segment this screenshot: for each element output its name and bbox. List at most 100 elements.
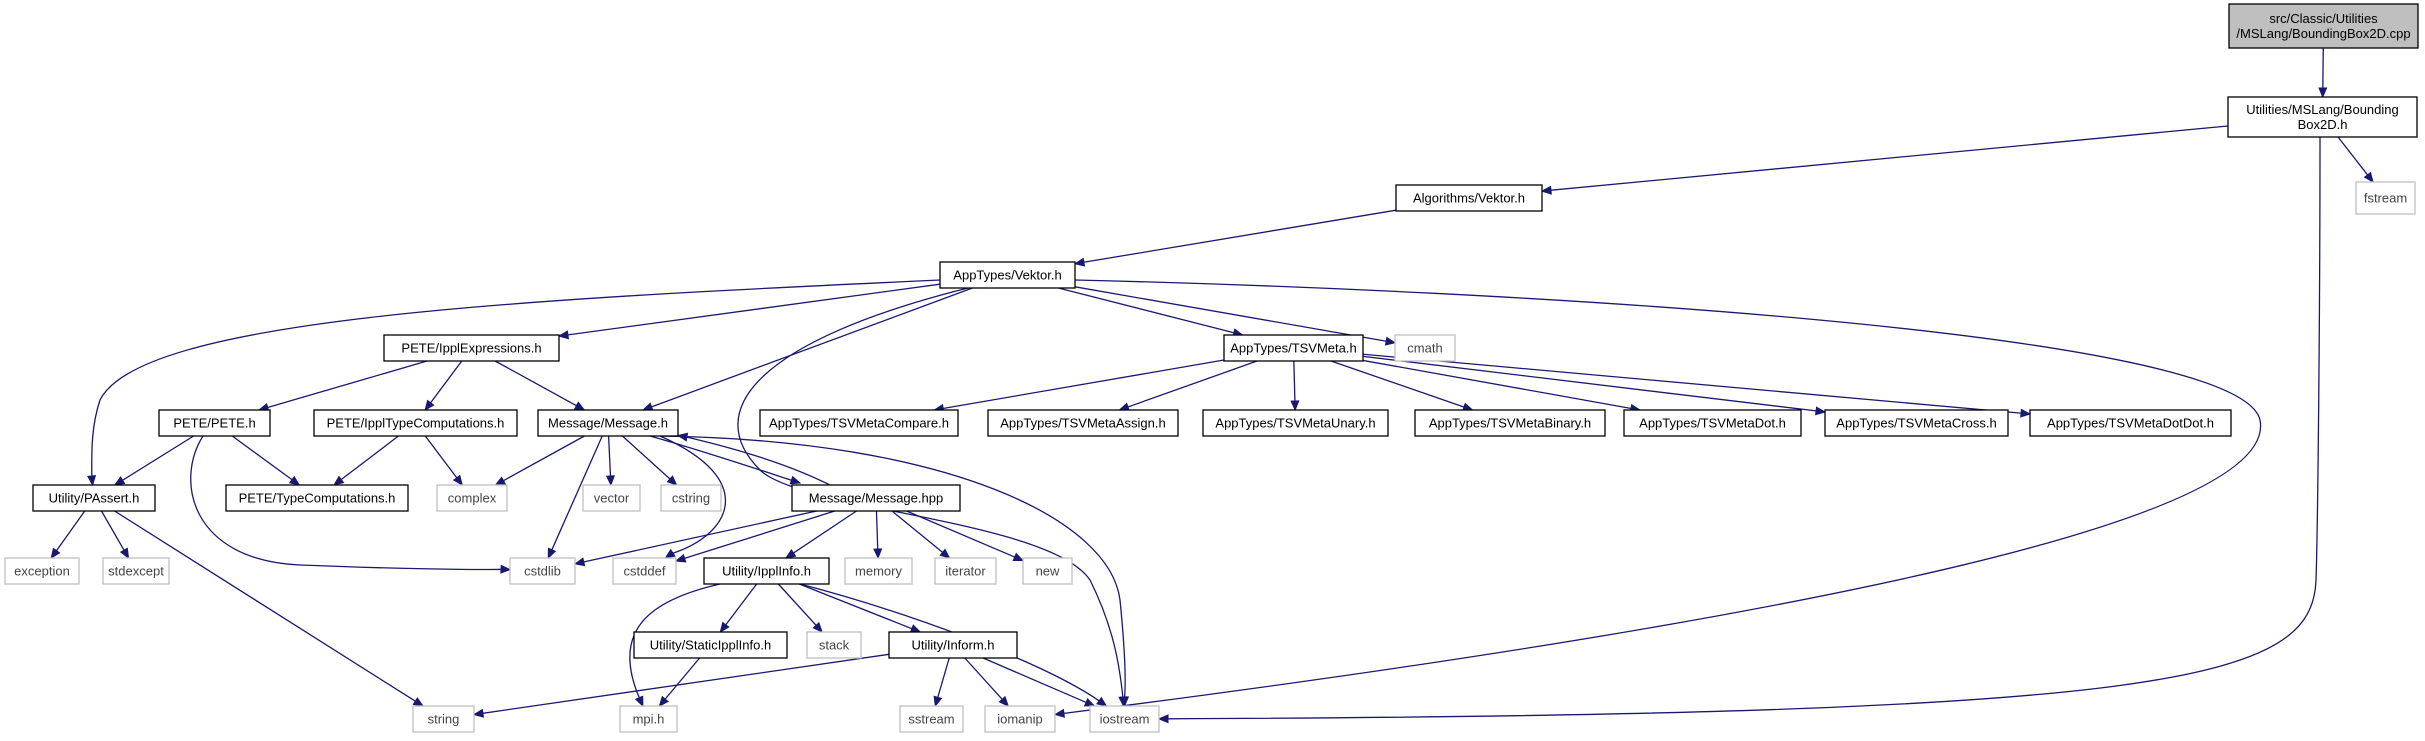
node-label: iomanip (997, 712, 1043, 727)
node-message_h[interactable]: Message/Message.h (537, 409, 679, 437)
edges-layer (50, 47, 2374, 724)
node-box (1089, 705, 1160, 733)
edge-arrowhead (573, 557, 586, 567)
edge-tsvmeta-to-tsv_binary (1330, 360, 1474, 412)
edge-line (659, 435, 726, 555)
edge-line (683, 510, 835, 560)
node-box (660, 484, 722, 512)
edge-line (1362, 353, 2023, 414)
node-box (537, 409, 679, 437)
edge-message_hpp-to-iterator (891, 510, 951, 559)
node-mpi: mpi.h (619, 705, 678, 733)
node-box (1623, 409, 1802, 437)
node-typecomp[interactable]: PETE/TypeComputations.h (225, 484, 409, 512)
edge-arrowhead (784, 548, 797, 559)
node-label: iterator (945, 564, 986, 579)
edge-pete_h-to-typecomp (231, 435, 301, 486)
edge-arrowhead (789, 475, 802, 485)
node-complex: complex (436, 484, 508, 512)
node-memory: memory (844, 557, 913, 585)
node-box (844, 557, 913, 585)
node-tsvmeta[interactable]: AppTypes/TSVMeta.h (1223, 334, 1364, 362)
node-inform[interactable]: Utility/Inform.h (888, 631, 1018, 659)
node-exception: exception (4, 557, 80, 585)
node-box (633, 631, 788, 659)
node-tsv_unary[interactable]: AppTypes/TSVMetaUnary.h (1202, 409, 1389, 437)
edge-line (100, 510, 126, 552)
edge-ippl_expr-to-ippl_typecomp (424, 360, 463, 412)
edge-line (982, 657, 1088, 704)
node-ippl_expr[interactable]: PETE/IpplExpressions.h (383, 334, 560, 362)
node-label: Utility/IpplInfo.h (722, 564, 811, 579)
edge-arrowhead (812, 621, 824, 633)
node-label: Utility/Inform.h (911, 638, 994, 653)
node-pete_h[interactable]: PETE/PETE.h (158, 409, 271, 437)
node-label: Message/Message.hpp (809, 491, 943, 506)
edge-ipplinfo-to-static_ippl (719, 583, 758, 634)
edge-line (799, 583, 914, 630)
node-message_hpp[interactable]: Message/Message.hpp (791, 484, 961, 512)
edge-arrowhead (719, 621, 730, 634)
node-tsv_dot[interactable]: AppTypes/TSVMetaDot.h (1623, 409, 1802, 437)
edge-passert-to-stdexcept (100, 510, 130, 560)
node-root[interactable]: src/Classic/Utilities/MSLang/BoundingBox… (2228, 3, 2419, 49)
node-label: PETE/PETE.h (173, 416, 255, 431)
node-static_ippl[interactable]: Utility/StaticIpplInfo.h (633, 631, 788, 659)
node-tsv_cross[interactable]: AppTypes/TSVMetaCross.h (1824, 409, 2009, 437)
edge-arrowhead (472, 708, 485, 718)
node-alg_vektor[interactable]: Algorithms/Vektor.h (1395, 184, 1543, 212)
node-label: AppTypes/TSVMetaUnary.h (1215, 416, 1375, 431)
node-tsv_compare[interactable]: AppTypes/TSVMetaCompare.h (759, 409, 959, 437)
edge-arrowhead (333, 475, 345, 486)
node-box (984, 705, 1056, 733)
node-ippl_typecomp[interactable]: PETE/IpplTypeComputations.h (313, 409, 518, 437)
node-label: AppTypes/TSVMeta.h (1230, 341, 1356, 356)
node-label: string (428, 712, 460, 727)
edge-line (340, 435, 399, 481)
edge-line (429, 360, 463, 404)
node-label: /MSLang/BoundingBox2D.cpp (2236, 26, 2410, 41)
node-box (582, 484, 641, 512)
edge-message_h-to-complex (494, 435, 585, 486)
edge-line (1330, 360, 1466, 408)
node-label: src/Classic/Utilities (2269, 11, 2378, 26)
edge-message_hpp-to-cstddef (674, 510, 835, 563)
edge-arrowhead (1053, 708, 1065, 718)
edge-line (494, 360, 578, 407)
edge-line (1293, 360, 1296, 403)
edge-arrowhead (87, 475, 97, 487)
node-tsv_binary[interactable]: AppTypes/TSVMetaBinary.h (1414, 409, 1606, 437)
edge-arrowhead (494, 476, 507, 486)
node-label: fstream (2364, 191, 2407, 206)
edge-ippl_typecomp-to-typecomp (333, 435, 399, 486)
edge-line (1074, 286, 1388, 343)
edge-ippl_expr-to-message_h (494, 360, 586, 411)
node-box (703, 557, 830, 585)
edge-arrowhead (1815, 406, 1827, 416)
edge-arrowhead (452, 474, 463, 487)
node-box (383, 334, 560, 362)
node-box (806, 631, 862, 659)
node-vector: vector (582, 484, 641, 512)
edge-arrowhead (119, 547, 130, 560)
node-tsv_dotdot[interactable]: AppTypes/TSVMetaDotDot.h (2029, 409, 2232, 437)
edge-arrowhead (412, 697, 425, 707)
edge-bbox_h-to-alg_vektor (1540, 125, 2229, 195)
node-passert[interactable]: Utility/PAssert.h (32, 484, 156, 512)
node-box (2029, 409, 2232, 437)
edge-line (582, 510, 817, 563)
edge-app_vektor-to-cmath (1074, 286, 1397, 346)
node-app_vektor[interactable]: AppTypes/Vektor.h (939, 261, 1076, 289)
node-box (612, 557, 677, 585)
edge-bbox_h-to-iostream (1157, 136, 2321, 724)
node-ipplinfo[interactable]: Utility/IpplInfo.h (703, 557, 830, 585)
edge-message_hpp-to-new (906, 510, 1025, 562)
edge-app_vektor-to-tsvmeta (1058, 287, 1244, 338)
node-cstring: cstring (660, 484, 722, 512)
edge-ipplinfo-to-mpi (629, 583, 721, 708)
edge-arrowhead (634, 695, 644, 708)
node-bbox_h[interactable]: Utilities/MSLang/BoundingBox2D.h (2227, 96, 2418, 138)
node-label: Message/Message.h (548, 416, 668, 431)
node-tsv_assign[interactable]: AppTypes/TSVMetaAssign.h (987, 409, 1179, 437)
edge-arrowhead (939, 548, 951, 559)
